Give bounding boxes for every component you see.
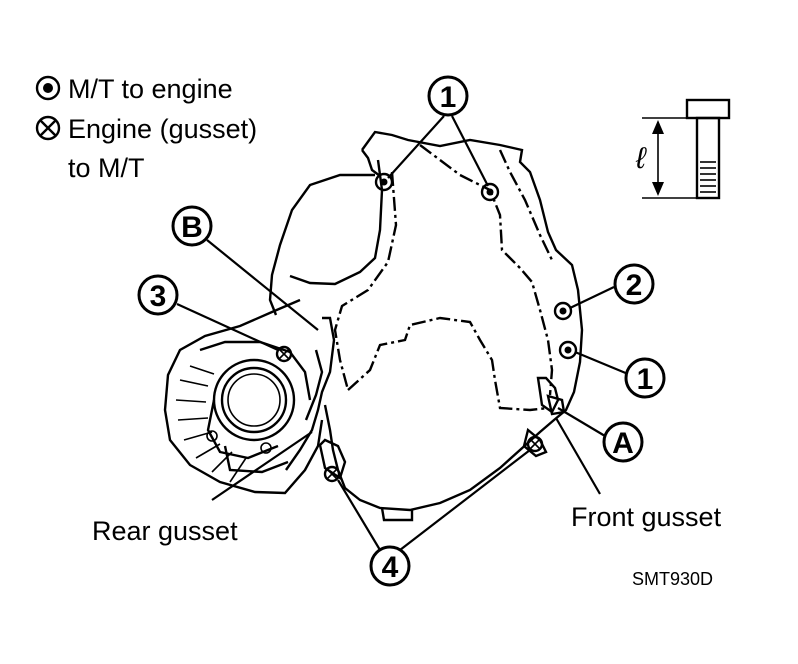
bolt-cross-4-right <box>526 435 544 453</box>
callout-b: B <box>171 205 213 247</box>
legend-to-mt: to M/T <box>68 153 145 183</box>
callout-a-label: A <box>612 427 634 460</box>
bolt-dot-1-right <box>558 340 578 360</box>
transaxle-housing <box>163 130 584 522</box>
callout-1-top-label: 1 <box>440 81 457 114</box>
length-symbol: ℓ <box>635 142 647 175</box>
callout-b-label: B <box>181 211 203 244</box>
callout-3: 3 <box>137 274 179 316</box>
bolt-cross-4-left <box>323 465 341 483</box>
front-gusset-label: Front gusset <box>571 502 722 532</box>
legend-mt-to-engine: M/T to engine <box>68 74 233 104</box>
bolt-dot-circle-icon <box>35 75 61 101</box>
callout-4: 4 <box>369 545 411 587</box>
bolt-dot-1-left <box>374 172 394 192</box>
callout-4-label: 4 <box>382 551 399 584</box>
bolt-cross-3 <box>275 345 293 363</box>
callout-2: 2 <box>613 263 655 305</box>
legend: M/T to engine Engine (gusset) to M/T <box>35 74 257 183</box>
bolt-length-reference: ℓ <box>635 98 731 200</box>
callout-3-label: 3 <box>150 280 167 313</box>
legend-engine-gusset: Engine (gusset) <box>68 114 257 144</box>
rear-gusset-label: Rear gusset <box>92 516 238 546</box>
leader-lines <box>176 115 629 551</box>
callout-1-right: 1 <box>624 357 666 399</box>
bolt-dot-2 <box>553 301 573 321</box>
bolt-dot-1-center <box>480 182 500 202</box>
callout-1-right-label: 1 <box>637 363 654 396</box>
callout-a: A <box>602 421 644 463</box>
callout-2-label: 2 <box>626 269 643 302</box>
callout-1-top: 1 <box>427 75 469 117</box>
bolt-cross-circle-icon <box>35 115 61 141</box>
figure-code: SMT930D <box>632 569 713 589</box>
